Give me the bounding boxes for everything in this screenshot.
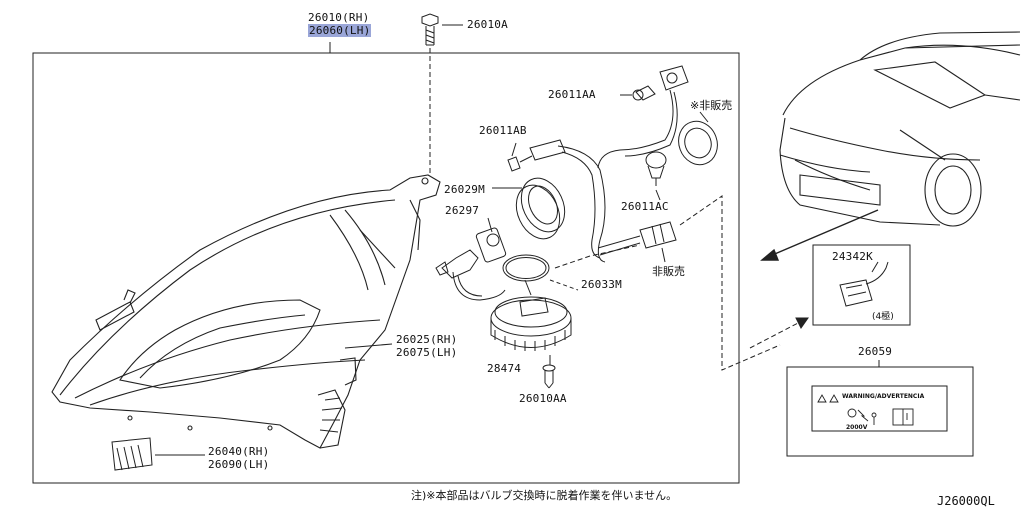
label-26059: 26059 bbox=[858, 345, 893, 358]
label-26090-lh: 26090(LH) bbox=[208, 458, 270, 471]
high-voltage-icon bbox=[847, 408, 877, 425]
diagram-code: J26000QL bbox=[937, 494, 995, 508]
ballast-28474 bbox=[490, 279, 572, 365]
note-not-sold-1: ※非販売 bbox=[690, 99, 733, 112]
bolt-26010a bbox=[421, 13, 463, 175]
bulb-26011ac bbox=[645, 151, 667, 201]
label-26029m: 26029M bbox=[444, 183, 485, 196]
pointer-arrow bbox=[760, 209, 879, 261]
connector-24342k bbox=[839, 261, 889, 307]
hid-bulb-26297 bbox=[435, 217, 507, 279]
leader-26025 bbox=[344, 343, 393, 349]
bulb-26011aa bbox=[620, 85, 656, 101]
o-ring-26033m bbox=[502, 254, 579, 291]
label-plate-box bbox=[786, 366, 974, 457]
label-26011aa: 26011AA bbox=[548, 88, 596, 101]
label-plate bbox=[811, 385, 948, 432]
note-not-sold-2: 非販売 bbox=[652, 265, 685, 278]
footnote: 注)※本部品はバルブ交換時に脱着作業を伴いません。 bbox=[411, 489, 678, 502]
label-26011ab: 26011AB bbox=[479, 124, 527, 137]
dashed-link bbox=[554, 195, 781, 371]
manual-book-icon bbox=[892, 408, 914, 426]
label-28474: 28474 bbox=[487, 362, 522, 375]
vehicle-illustration bbox=[779, 31, 1021, 227]
connector-not-sold bbox=[639, 221, 677, 263]
warning-triangle-icon bbox=[817, 394, 839, 403]
label-plate-voltage: 2000V bbox=[846, 424, 868, 431]
label-26010a: 26010A bbox=[467, 18, 508, 31]
wiring-harness bbox=[452, 89, 678, 301]
connector-detail-box bbox=[812, 244, 911, 326]
grommet-not-sold bbox=[678, 111, 718, 166]
headlamp-parts-frame bbox=[32, 52, 740, 484]
socket-26011aa bbox=[659, 65, 689, 91]
bulb-26011ab bbox=[507, 139, 566, 172]
label-24342k: 24342K bbox=[832, 250, 873, 263]
label-plate-title: WARNING/ADVERTENCIA bbox=[842, 393, 925, 400]
screw-26010aa bbox=[542, 364, 556, 389]
label-26033m: 26033M bbox=[581, 278, 622, 291]
label-26010-rh: 26010(RH) bbox=[308, 11, 370, 24]
label-26297: 26297 bbox=[445, 204, 480, 217]
cap-26029m bbox=[492, 177, 566, 240]
highlighted-part-26060[interactable]: 26060(LH) bbox=[308, 24, 372, 37]
label-4-pin: (4極) bbox=[872, 312, 894, 322]
detail-arrow bbox=[749, 317, 809, 349]
headlamp-housing bbox=[51, 174, 441, 449]
label-26010aa: 26010AA bbox=[519, 392, 567, 405]
label-26075-lh: 26075(LH) bbox=[396, 346, 458, 359]
bracket-26040 bbox=[111, 437, 205, 471]
label-26025-rh: 26025(RH) bbox=[396, 333, 458, 346]
label-26060-lh[interactable]: 26060(LH) bbox=[308, 24, 372, 37]
label-26040-rh: 26040(RH) bbox=[208, 445, 270, 458]
label-26011ac: 26011AC bbox=[621, 200, 669, 213]
